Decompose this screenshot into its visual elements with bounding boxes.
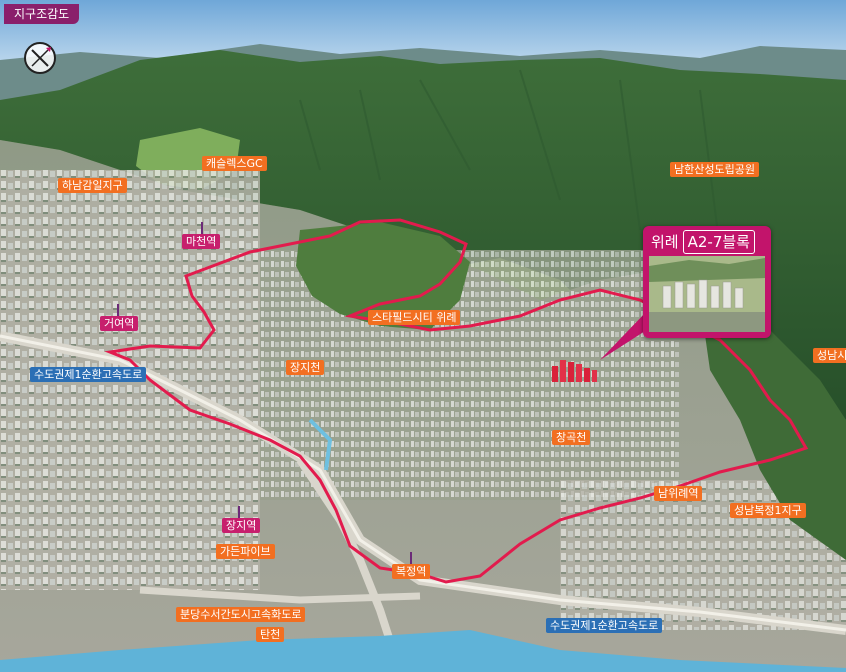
callout-thumbnail <box>649 256 765 332</box>
label-geoyeo-station: 거여역 <box>100 316 139 331</box>
label-namhansanseong-park: 남한산성도립공원 <box>670 162 759 177</box>
callout-prefix: 위례 <box>651 233 679 251</box>
label-seongnam-bokjeong: 성남복정1지구 <box>730 503 806 518</box>
label-bundang-highway: 분당수서간도시고속화도로 <box>176 607 306 622</box>
label-tancheon: 탄천 <box>256 627 285 642</box>
label-sudogwon-ring-upper: 수도권제1순환고속도로 <box>30 367 147 382</box>
label-macheon-station: 마천역 <box>182 234 221 249</box>
label-starfield-wirye: 스타필드시티 위례 <box>368 310 461 325</box>
north-arrow-icon <box>24 42 56 74</box>
label-hanam-district: 하남감일지구 <box>58 178 127 193</box>
callout-pointer <box>600 312 656 360</box>
label-seongnam-si: 성남시 <box>813 348 846 363</box>
label-namwirye-station: 남위례역 <box>654 486 703 501</box>
central-green <box>296 222 470 330</box>
label-bokjeong-station: 복정역 <box>392 564 431 579</box>
map-title: 지구조감도 <box>4 4 80 24</box>
district-boundary <box>104 218 809 584</box>
callout-block: A2-7블록 <box>682 230 755 254</box>
label-cascade-gc: 캐슬렉스GC <box>202 156 267 171</box>
river <box>0 630 846 672</box>
label-jangji-station: 장지역 <box>222 518 261 533</box>
label-sudogwon-ring-lower: 수도권제1순환고속도로 <box>546 618 663 633</box>
target-block <box>552 360 597 382</box>
label-jangji-stream: 장지천 <box>286 360 325 375</box>
label-garden-five: 가든파이브 <box>216 544 275 559</box>
label-changgok-stream: 창곡천 <box>552 430 591 445</box>
